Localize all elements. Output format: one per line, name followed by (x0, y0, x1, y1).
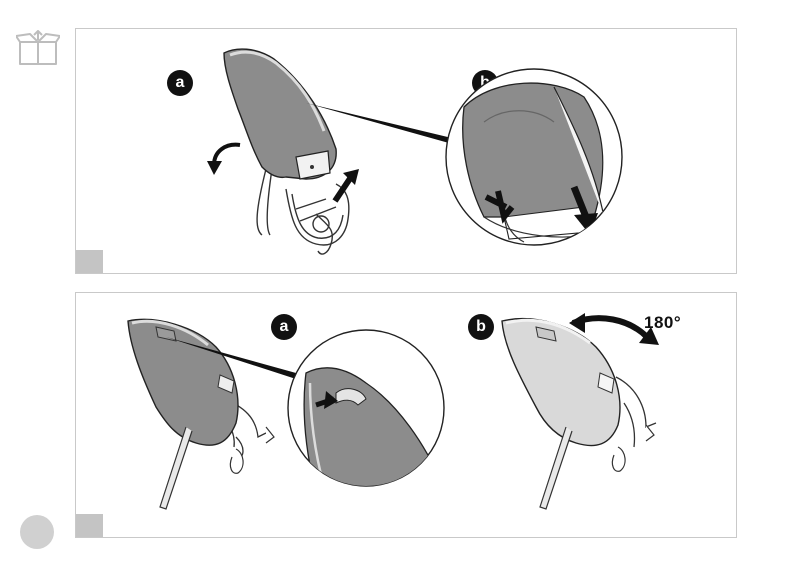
zoom-circle-a (286, 323, 446, 493)
push-arrow-icon (331, 167, 361, 207)
zoom-circle-b (444, 67, 624, 247)
step-number-box (76, 250, 103, 273)
step-number-box (76, 514, 103, 537)
rotate-arrow-icon (206, 139, 246, 179)
step-panel-1: a b (75, 28, 737, 274)
zoom-connector-line (166, 333, 296, 383)
rotate-arrow-icon (569, 309, 661, 349)
open-box-icon (16, 30, 60, 66)
label-a: a (167, 70, 193, 96)
page-number-dot (20, 515, 54, 549)
step-panel-2: a b 180° (75, 292, 737, 538)
label-b: b (468, 314, 494, 340)
zoom-connector-line (306, 99, 456, 149)
